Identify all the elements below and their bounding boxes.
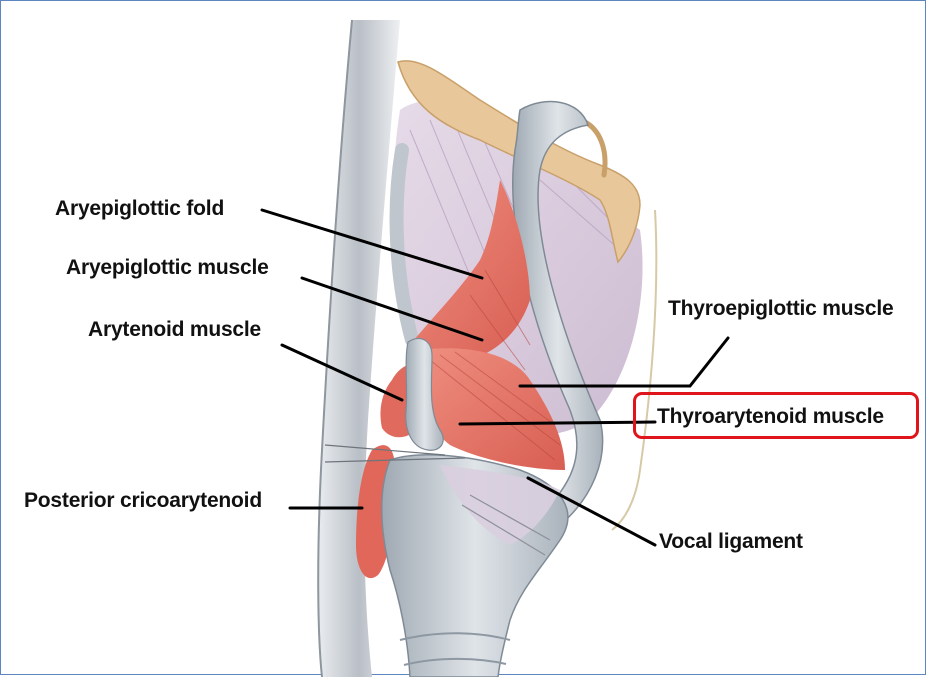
pharyngeal-wall: [318, 20, 400, 677]
label-vocal-ligament: Vocal ligament: [659, 530, 803, 554]
label-aryepiglottic-muscle: Aryepiglottic muscle: [66, 256, 269, 280]
label-arytenoid-muscle: Arytenoid muscle: [88, 318, 261, 342]
label-aryepiglottic-fold: Aryepiglottic fold: [55, 197, 224, 221]
label-posterior-cricoarytenoid: Posterior cricoarytenoid: [24, 489, 262, 513]
label-thyroepiglottic-muscle: Thyroepiglottic muscle: [668, 297, 893, 321]
leader-line-thyroarytenoid-muscle: [460, 422, 655, 424]
label-thyroarytenoid-muscle: Thyroarytenoid muscle: [657, 405, 884, 429]
